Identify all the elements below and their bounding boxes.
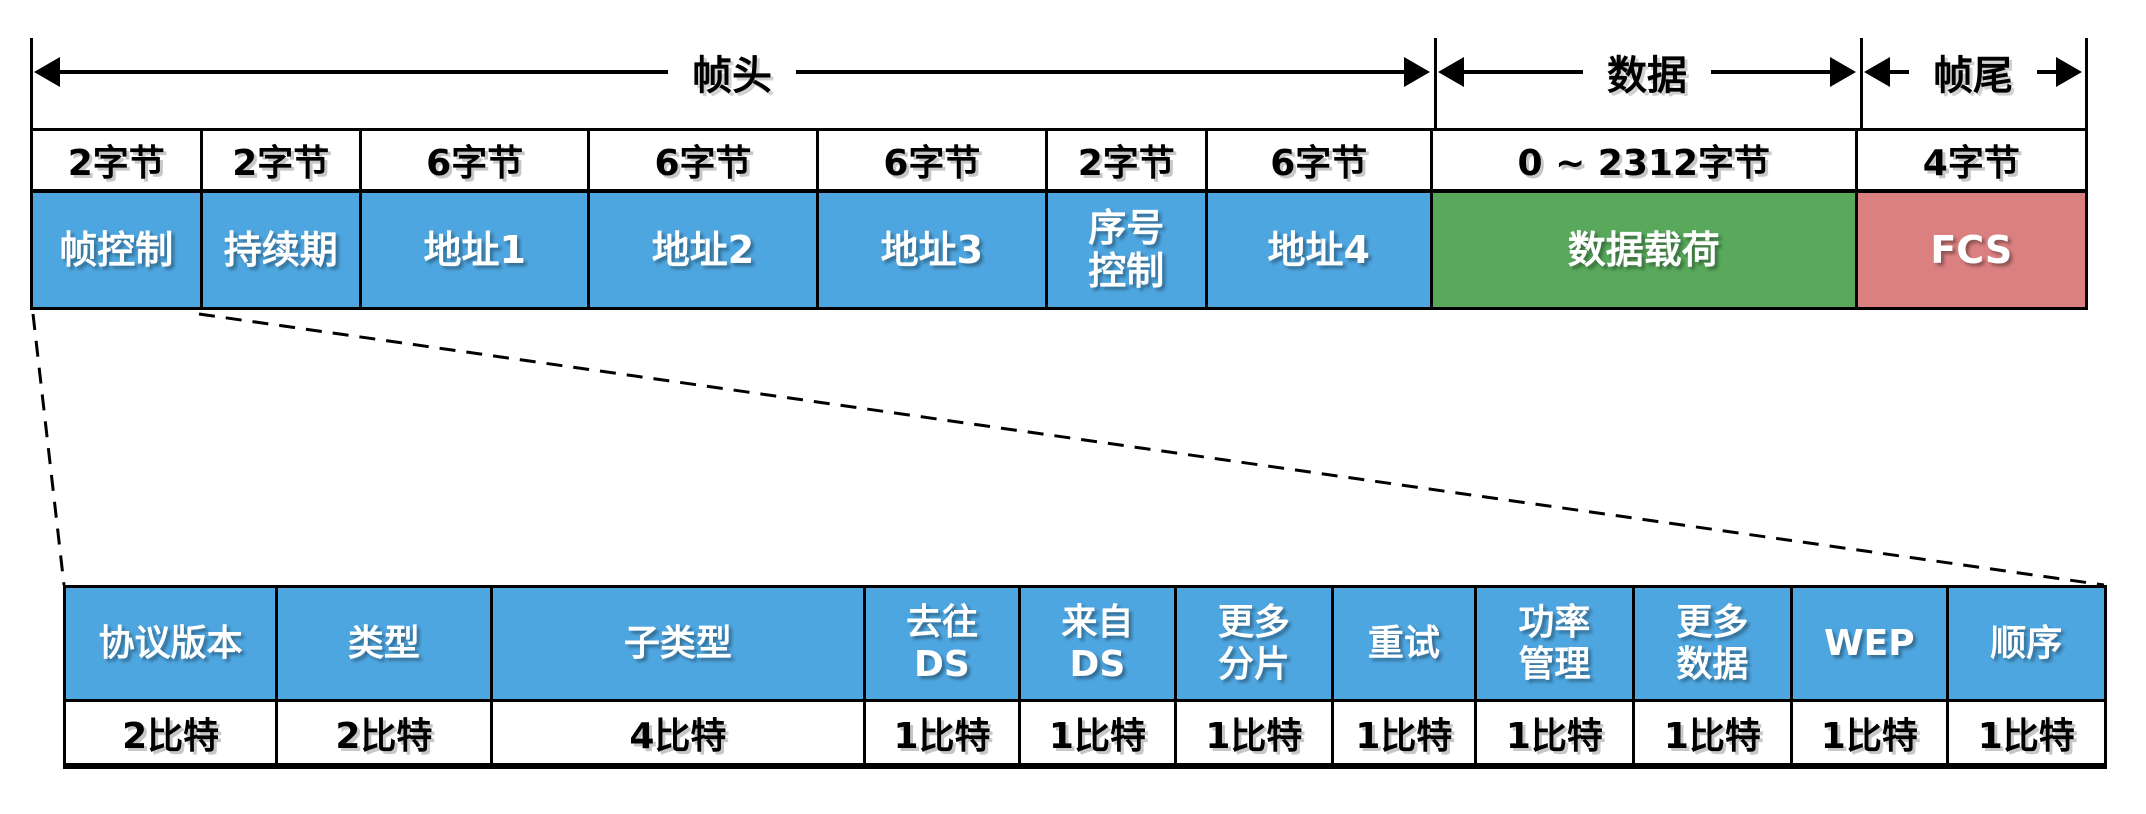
arrow-line xyxy=(796,70,1404,74)
arrowhead-left-icon xyxy=(1864,57,1890,87)
field-name-label: 地址2 xyxy=(590,193,816,307)
arrowhead-right-icon xyxy=(1830,57,1856,87)
fc-field-size-label: 1比特 xyxy=(1793,702,1946,763)
field-size-label: 6字节 xyxy=(818,131,1046,193)
section-arrow: 数据 xyxy=(1438,52,1856,99)
frame-field-column: 2字节帧控制 xyxy=(33,131,203,307)
arrowhead-right-icon xyxy=(2056,57,2082,87)
fc-field-name-label: 功率 管理 xyxy=(1477,588,1632,702)
field-name-label: 地址4 xyxy=(1207,193,1430,307)
arrow-line xyxy=(1890,70,1909,74)
field-size-label: 6字节 xyxy=(590,131,816,193)
field-size-label: 2字节 xyxy=(33,131,200,193)
section-label: 帧尾 xyxy=(1933,53,2013,99)
frame-field-column: 2字节持续期 xyxy=(202,131,363,307)
fc-field-name-label: 类型 xyxy=(278,588,490,702)
field-size-label: 0 ~ 2312字节 xyxy=(1432,131,1855,193)
fc-field-name-label: 更多 数据 xyxy=(1634,588,1791,702)
section-arrow: 帧头 xyxy=(34,52,1430,99)
fc-field-name-label: 重试 xyxy=(1333,588,1475,702)
field-size-label: 2字节 xyxy=(202,131,360,193)
frame-field-column: 0 ~ 2312字节数据载荷 xyxy=(1432,131,1858,307)
section-arrow: 帧尾 xyxy=(1864,52,2082,99)
field-name-label: 地址3 xyxy=(818,193,1046,307)
fc-field-size-label: 1比特 xyxy=(1333,702,1475,763)
field-size-label: 4字节 xyxy=(1857,131,2085,193)
arrow-line xyxy=(60,70,668,74)
fc-field-size-label: 1比特 xyxy=(1477,702,1632,763)
frame-field-column: 6字节地址4 xyxy=(1207,131,1433,307)
field-name-label: 序号 控制 xyxy=(1048,193,1205,307)
fc-field-size-label: 2比特 xyxy=(278,702,490,763)
field-name-label: 地址1 xyxy=(362,193,588,307)
fc-field-size-label: 1比特 xyxy=(1634,702,1791,763)
fc-field-name-label: 来自 DS xyxy=(1020,588,1175,702)
fc-field-size-label: 1比特 xyxy=(866,702,1018,763)
arrow-tick xyxy=(2085,38,2088,130)
fc-field-size-label: 2比特 xyxy=(66,702,276,763)
section-label: 数据 xyxy=(1607,53,1687,99)
field-size-label: 6字节 xyxy=(362,131,588,193)
fc-field-name-label: 子类型 xyxy=(492,588,864,702)
field-size-label: 6字节 xyxy=(1207,131,1430,193)
section-label: 帧头 xyxy=(692,53,772,99)
fc-field-name-label: 协议版本 xyxy=(66,588,276,702)
field-name-label: FCS xyxy=(1857,193,2085,307)
fc-field-name-label: WEP xyxy=(1793,588,1946,702)
fc-field-name-label: 顺序 xyxy=(1948,588,2104,702)
arrow-line xyxy=(2037,70,2056,74)
fc-field-name-label: 去往 DS xyxy=(866,588,1018,702)
field-size-label: 2字节 xyxy=(1048,131,1205,193)
arrow-tick xyxy=(1434,38,1437,130)
frame-field-column: 2字节序号 控制 xyxy=(1048,131,1208,307)
frame-field-column: 6字节地址1 xyxy=(362,131,591,307)
frame-field-column: 6字节地址2 xyxy=(590,131,819,307)
fc-field-size-label: 1比特 xyxy=(1177,702,1331,763)
arrowhead-right-icon xyxy=(1404,57,1430,87)
arrowhead-left-icon xyxy=(34,57,60,87)
arrow-tick xyxy=(1860,38,1863,130)
arrow-line xyxy=(1464,70,1583,74)
field-name-label: 持续期 xyxy=(202,193,360,307)
arrow-tick xyxy=(30,38,33,130)
fc-field-size-label: 1比特 xyxy=(1020,702,1175,763)
fc-field-size-label: 1比特 xyxy=(1948,702,2104,763)
field-name-label: 数据载荷 xyxy=(1432,193,1855,307)
frame-field-column: 6字节地址3 xyxy=(818,131,1049,307)
field-name-label: 帧控制 xyxy=(33,193,200,307)
arrow-line xyxy=(1711,70,1830,74)
fc-field-name-label: 更多 分片 xyxy=(1177,588,1331,702)
arrowhead-left-icon xyxy=(1438,57,1464,87)
fc-field-size-label: 4比特 xyxy=(492,702,864,763)
